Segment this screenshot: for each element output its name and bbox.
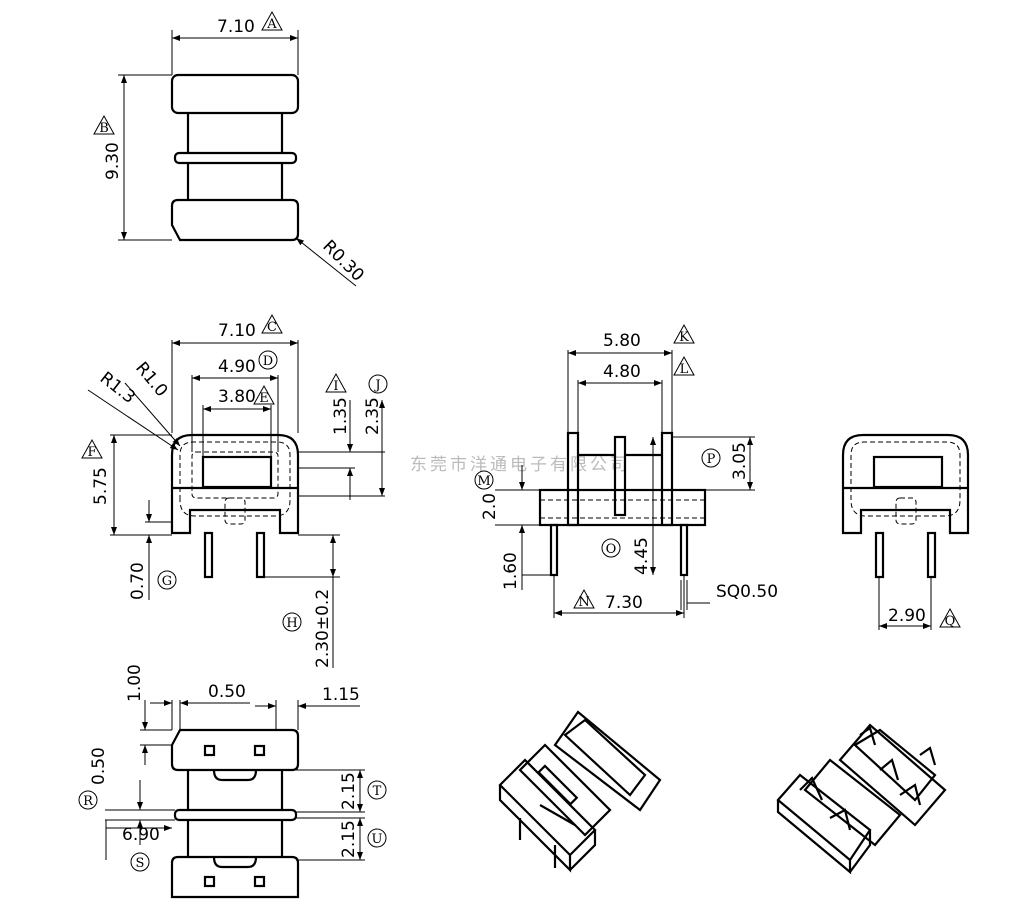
dim-100: 1.00: [125, 664, 145, 702]
radius-r10: R1.0: [131, 358, 171, 401]
svg-text:K: K: [679, 330, 689, 345]
side-outer-dim: 5.80: [603, 331, 641, 351]
dim-215-u: 2.15: [339, 820, 359, 858]
ref-triangle-n: N: [573, 588, 595, 610]
ref-circle-p: P: [701, 448, 721, 468]
dim-290: 2.90: [888, 606, 926, 626]
dim-160: 1.60: [501, 552, 521, 590]
svg-text:L: L: [680, 362, 689, 377]
standoff-dim: 0.70: [128, 562, 148, 600]
svg-text:E: E: [259, 391, 269, 406]
radius-r13: R1.3: [96, 368, 139, 408]
dim-115: 1.15: [322, 685, 360, 705]
ref-circle-o: O: [601, 538, 621, 558]
dim-730: 7.30: [605, 593, 643, 613]
front-height-dim: 5.75: [91, 467, 111, 505]
dim-305: 3.05: [730, 442, 750, 480]
ref-triangle-q: Q: [939, 607, 961, 629]
svg-text:U: U: [372, 832, 383, 847]
ref-triangle-b: B: [93, 114, 115, 136]
watermark: 东莞市洋通电子有限公司: [410, 455, 630, 475]
top-height-dim: 9.30: [103, 142, 123, 180]
dim-20: 2.0: [480, 493, 500, 520]
svg-text:B: B: [99, 121, 109, 136]
ref-triangle-c: C: [261, 313, 283, 335]
svg-text:A: A: [266, 17, 277, 32]
svg-text:I: I: [333, 379, 338, 394]
svg-text:T: T: [373, 784, 382, 799]
svg-text:N: N: [578, 595, 589, 610]
ref-circle-r: R: [78, 790, 98, 810]
bottom-view: 1.00 0.50 1.15 0.50 R 6.90 S 2.15 2.15 T…: [78, 664, 387, 899]
ref-circle-h: H: [282, 612, 302, 632]
ref-triangle-i: I: [325, 372, 347, 394]
dim-050-top: 0.50: [208, 682, 246, 702]
dim-215-t: 2.15: [339, 772, 359, 810]
ref-triangle-f: F: [81, 438, 103, 460]
svg-text:H: H: [286, 616, 297, 631]
ref-triangle-l: L: [673, 355, 695, 377]
svg-text:O: O: [606, 542, 617, 557]
ref-circle-m: M: [474, 470, 494, 490]
radius-r030: R0.30: [318, 236, 367, 285]
svg-text:R: R: [83, 794, 94, 809]
isometric-view-bottom: [776, 723, 947, 875]
dim-445: 4.45: [632, 537, 652, 575]
ref-circle-u: U: [367, 828, 387, 848]
svg-text:Q: Q: [945, 614, 956, 629]
svg-text:S: S: [136, 856, 145, 871]
svg-text:F: F: [87, 445, 96, 460]
pin-length-dim: 2.30±0.2: [313, 589, 333, 668]
top-view: 7.10 A 9.30 B R0.30: [93, 10, 368, 287]
front-width-dim: 7.10: [218, 321, 256, 341]
pin-square-dim: SQ0.50: [716, 582, 778, 602]
ref-circle-t: T: [367, 780, 387, 800]
top-width-dim: 7.10: [217, 17, 255, 37]
front-inner-dim: 4.90: [218, 357, 256, 377]
side-view: 5.80 K 4.80 L 3.05 P 2.0 M 1.60 4.45 O 7…: [474, 323, 778, 618]
dim-135: 1.35: [331, 397, 351, 435]
isometric-view-top: [498, 710, 662, 873]
svg-text:P: P: [707, 452, 716, 467]
svg-text:D: D: [263, 354, 273, 369]
svg-text:M: M: [477, 474, 490, 489]
side-inner-dim: 4.80: [603, 362, 641, 382]
dim-690: 6.90: [122, 825, 160, 845]
ref-circle-g: G: [157, 570, 177, 590]
dim-050-left: 0.50: [89, 747, 109, 785]
front-view: 7.10 C 4.90 D 3.80 E R1.0 R1.3 5.75 F 0.…: [81, 313, 388, 668]
ref-circle-s: S: [130, 852, 150, 872]
ref-triangle-a: A: [261, 10, 283, 32]
dim-235: 2.35: [363, 397, 383, 435]
front-window-dim: 3.80: [218, 387, 256, 407]
ref-triangle-e: E: [253, 384, 275, 406]
svg-text:C: C: [267, 320, 277, 335]
ref-triangle-k: K: [673, 323, 695, 345]
svg-text:J: J: [373, 378, 380, 393]
svg-text:G: G: [162, 574, 172, 589]
ref-circle-j: J: [368, 374, 388, 394]
ref-circle-d: D: [258, 350, 278, 370]
right-view: 2.90 Q: [841, 433, 970, 630]
